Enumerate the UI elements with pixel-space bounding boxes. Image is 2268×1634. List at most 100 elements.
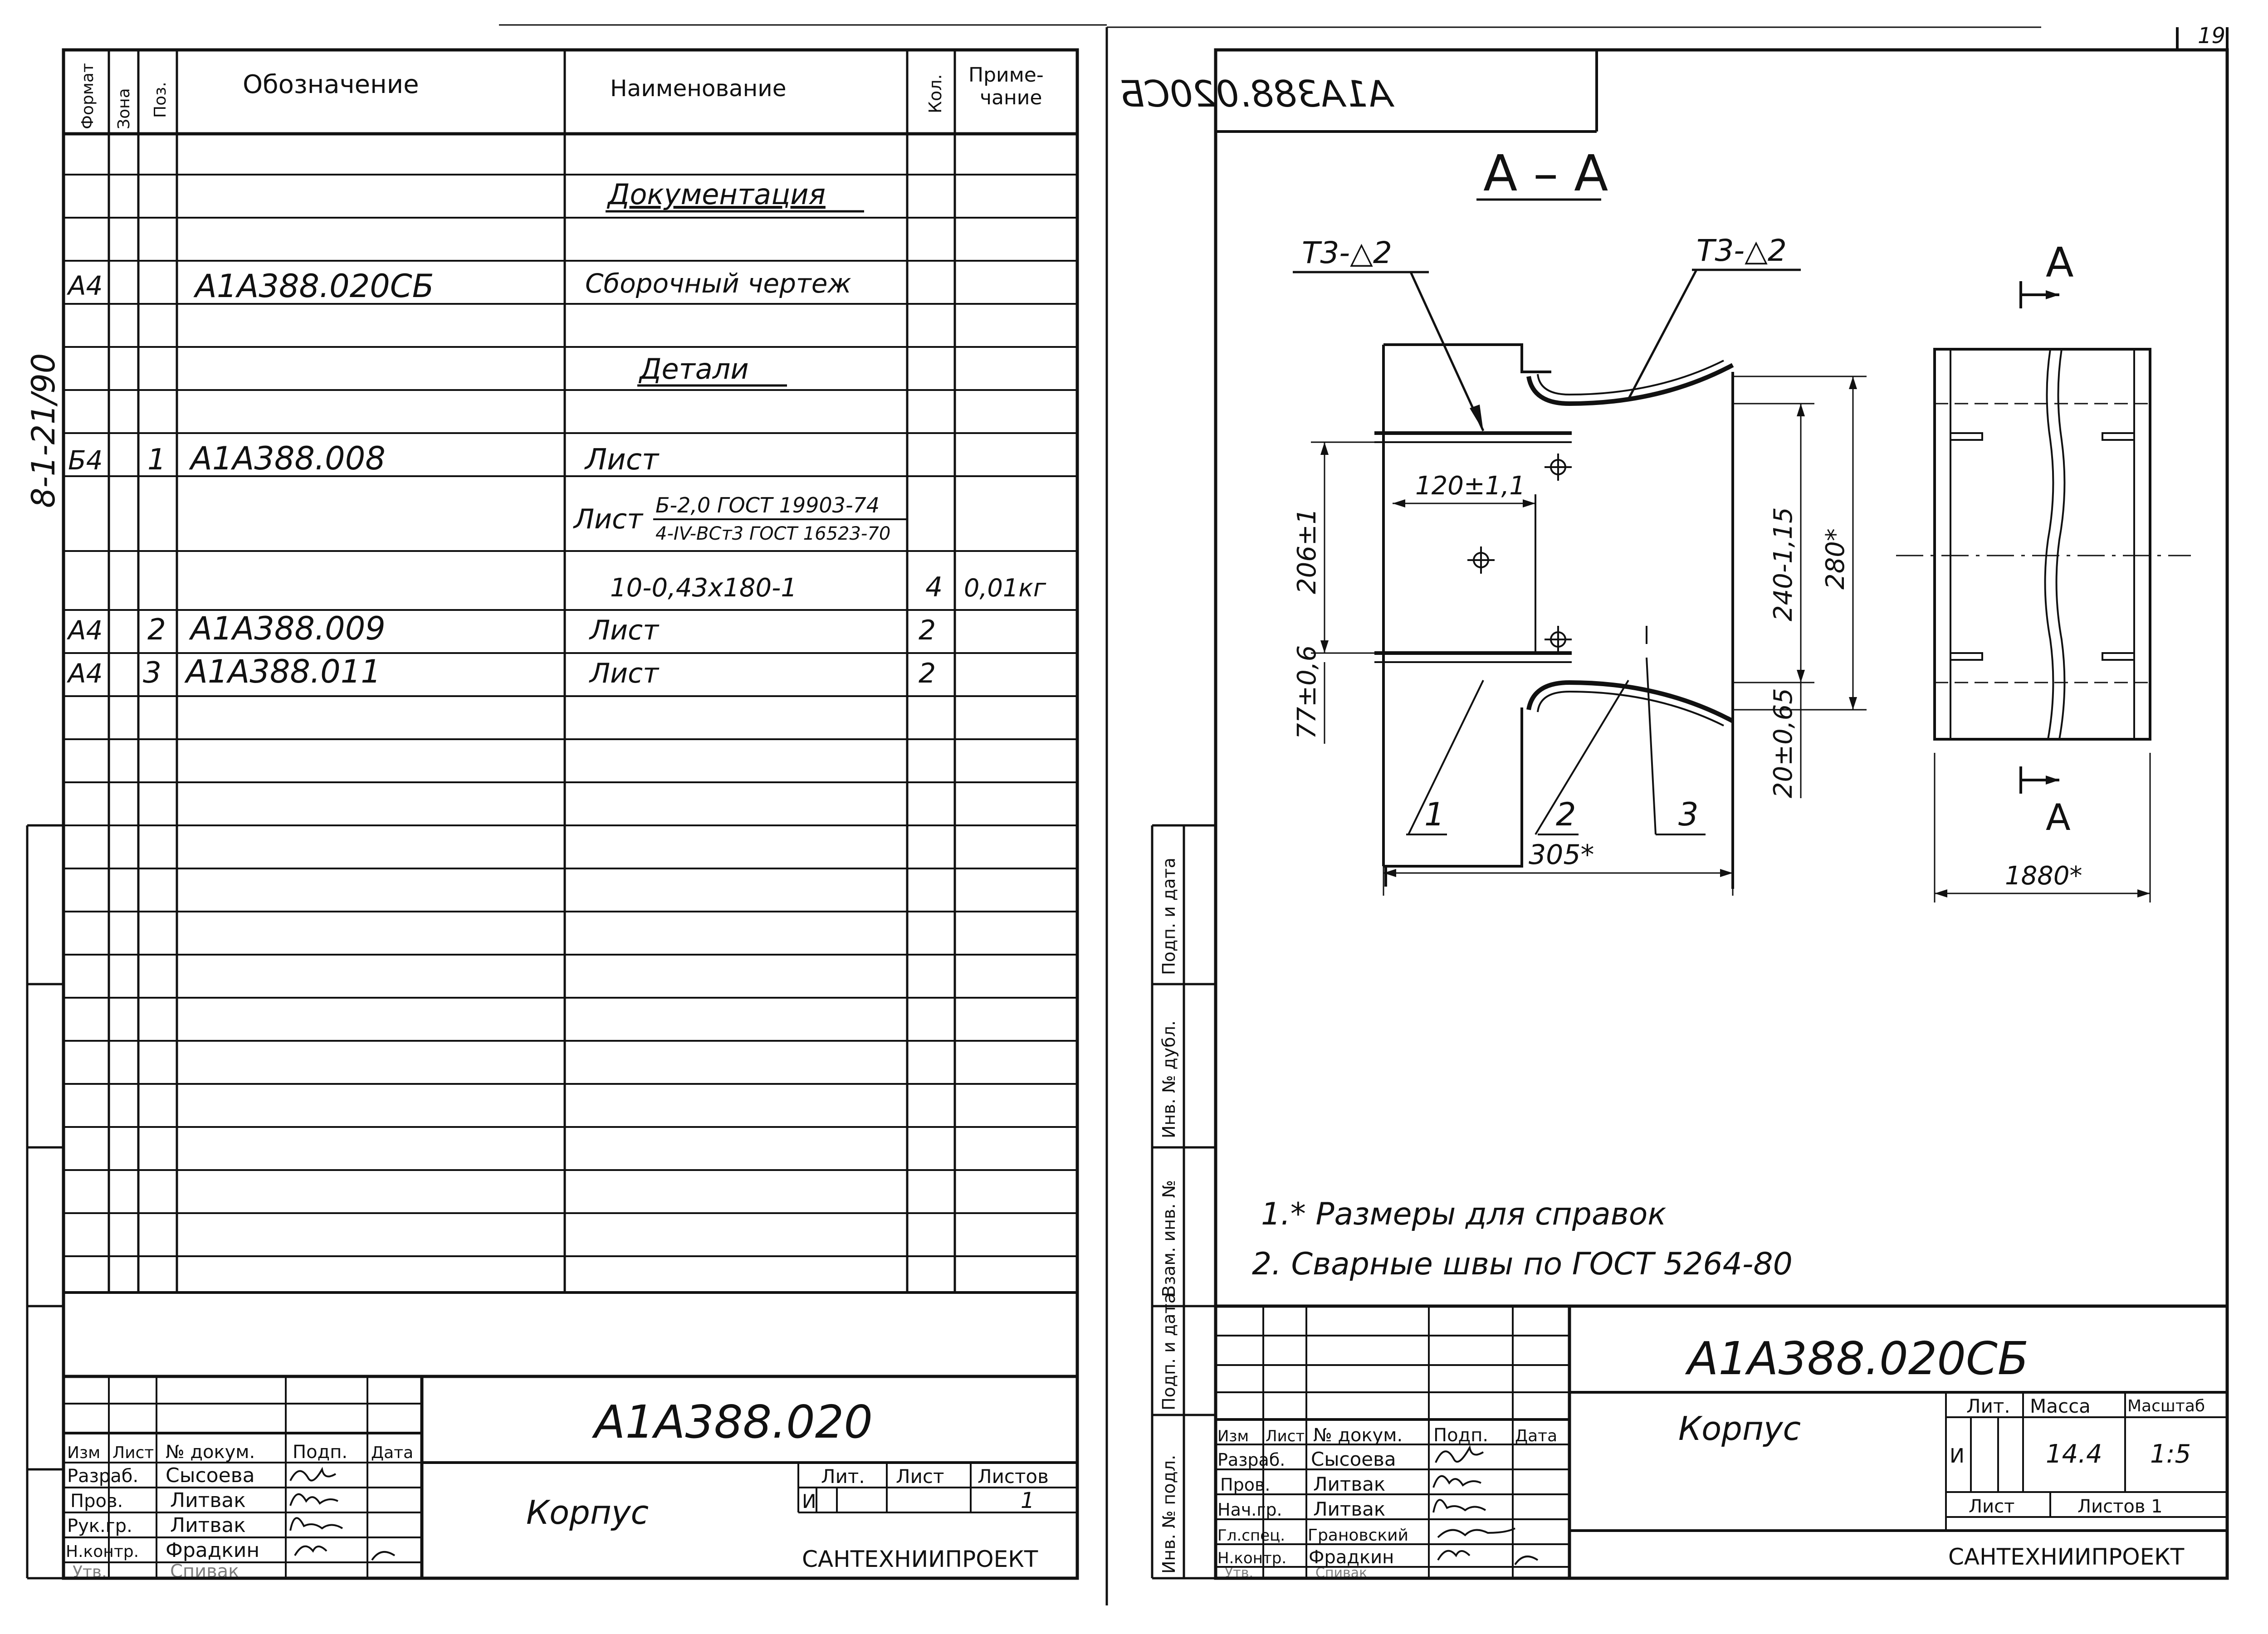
- hdr-pos: Поз.: [151, 82, 170, 118]
- tb-role-3: Рук.гр.: [67, 1516, 132, 1536]
- dtb-mass-value: 14.4: [2046, 1439, 2102, 1469]
- dtb-scale-value: 1:5: [2150, 1439, 2191, 1469]
- dtb-sheet-label: Лист: [1969, 1496, 2014, 1517]
- dtb-name-5: Фрадкин: [1309, 1547, 1394, 1568]
- side-label-1: Подп. и дата: [1159, 858, 1179, 975]
- dtb-role-4: Гл.спец.: [1217, 1527, 1285, 1545]
- callout-2: 2: [1556, 796, 1576, 833]
- tb-role-1: Разраб.: [67, 1466, 138, 1487]
- dtb-code: А1А388.020СБ: [1685, 1332, 2028, 1385]
- tb-title: Корпус: [526, 1493, 649, 1532]
- doc-name: Сборочный чертеж: [585, 268, 851, 299]
- drawing-frame: [1214, 48, 2229, 1580]
- spec-frame: [62, 48, 1079, 1580]
- tb-col-sign: Подп.: [293, 1442, 347, 1463]
- row3-note: 0,01кг: [964, 574, 1046, 602]
- hdr-name: Наименование: [610, 75, 787, 102]
- tb-sheets-value: 1: [1021, 1488, 1035, 1513]
- dtb-organization: САНТЕХНИИПРОЕКТ: [1948, 1544, 2185, 1570]
- tb-sheets-label: Листов: [978, 1465, 1049, 1488]
- section-view: [1374, 343, 1734, 889]
- row1-designation: А1А388.008: [189, 440, 386, 477]
- row3-name: 10-0,43x180-1: [610, 573, 797, 603]
- row2-material-top: Б-2,0 ГОСТ 19903-74: [655, 493, 880, 517]
- tb-name-5: Спивак: [170, 1561, 239, 1582]
- dtb-name-6: Спивак: [1315, 1565, 1367, 1581]
- tb-col-izm: Изм: [67, 1444, 100, 1462]
- row2-name: Лист: [573, 503, 644, 535]
- dim-20: 20±0,65: [1769, 688, 1798, 798]
- row5-name: Лист: [589, 658, 660, 689]
- dim-77: 77±0,6: [1292, 645, 1322, 739]
- dim-1880: 1880*: [2005, 861, 2082, 891]
- dtb-lit-value: И: [1950, 1444, 1965, 1468]
- hdr-format: Формат: [78, 63, 97, 129]
- mirrored-code: А1А388.020СБ: [1119, 73, 1395, 115]
- dtb-role-3: Нач.гр.: [1217, 1500, 1282, 1520]
- dtb-col-sign: Подп.: [1433, 1425, 1488, 1446]
- dtb-name-3: Литвак: [1313, 1498, 1385, 1520]
- dim-280: 280*: [1821, 528, 1850, 590]
- dim-240: 240-1,15: [1769, 507, 1798, 621]
- tb-sheet-label: Лист: [896, 1465, 944, 1488]
- doc-format: А4: [66, 270, 103, 301]
- tb-role-4: Н.контр.: [66, 1542, 139, 1561]
- dtb-role-5: Н.контр.: [1217, 1549, 1286, 1567]
- spec-title-block: Изм Лист № докум. Подп. Дата Разраб. Сыс…: [64, 1375, 1077, 1582]
- dtb-name-1: Сысоева: [1311, 1448, 1396, 1470]
- weld-mark-left: Т3-△2: [1302, 235, 1392, 270]
- tb-name-2: Литвак: [170, 1489, 246, 1512]
- row3-qty: 4: [925, 571, 943, 603]
- dtb-col-izm: Изм: [1217, 1427, 1249, 1445]
- drawing-title-block: Изм Лист № докум. Подп. Дата Разраб. Сыс…: [1216, 1304, 2227, 1581]
- side-label-2: Инв. № дубл.: [1159, 1020, 1179, 1138]
- row4-pos: 2: [147, 613, 166, 647]
- tb-name-3: Литвак: [170, 1514, 246, 1537]
- row1-format: Б4: [68, 445, 103, 476]
- dtb-role-2: Пров.: [1220, 1475, 1270, 1495]
- tb-role-2: Пров.: [70, 1491, 123, 1512]
- note-2: 2. Сварные швы по ГОСТ 5264-80: [1252, 1246, 1793, 1282]
- row5-format: А4: [66, 658, 103, 689]
- drawing-sheet: 19 А1А388.020СБ Подп. и дата Инв. № дубл…: [1119, 23, 2229, 1581]
- dtb-scale-label: Масштаб: [2127, 1397, 2205, 1415]
- dim-120: 120±1,1: [1415, 471, 1525, 501]
- weld-mark-right: Т3-△2: [1696, 233, 1787, 268]
- dtb-title: Корпус: [1678, 1410, 1801, 1448]
- tb-organization: САНТЕХНИИПРОЕКТ: [802, 1546, 1038, 1572]
- dtb-col-doc: № докум.: [1313, 1425, 1403, 1446]
- row4-designation: А1А388.009: [189, 610, 386, 647]
- dtb-sheets-label: Листов 1: [2077, 1496, 2163, 1517]
- note-1: 1.* Размеры для справок: [1261, 1196, 1666, 1232]
- hdr-zone: Зона: [115, 88, 133, 129]
- tb-col-doc: № докум.: [166, 1442, 255, 1463]
- view-mark-top: А: [2046, 239, 2074, 287]
- row1-pos: 1: [147, 443, 166, 477]
- side-label-5: Инв. № подл.: [1159, 1455, 1179, 1574]
- tb-name-4: Фрадкин: [166, 1539, 259, 1562]
- section-label: А – А: [1483, 144, 1608, 202]
- callout-1: 1: [1424, 796, 1445, 833]
- spec-sheet: Формат Зона Поз. Обозначение Наименовани…: [25, 48, 1079, 1582]
- view-mark-bottom: А: [2046, 796, 2071, 839]
- doc-designation: А1А388.020СБ: [193, 268, 434, 305]
- dtb-mass-label: Масса: [2030, 1395, 2091, 1417]
- tb-lit-label: Лит.: [821, 1465, 865, 1488]
- row1-name: Лист: [584, 443, 660, 477]
- tb-col-date: Дата: [371, 1444, 413, 1462]
- dtb-col-date: Дата: [1515, 1427, 1557, 1445]
- dtb-role-1: Разраб.: [1217, 1450, 1285, 1470]
- tb-role-5: Утв.: [73, 1563, 107, 1581]
- tb-name-1: Сысоева: [166, 1464, 255, 1487]
- tb-col-list: Лист: [112, 1444, 154, 1462]
- dtb-col-list: Лист: [1266, 1427, 1305, 1445]
- section-documentation: Документация: [606, 178, 826, 211]
- tb-lit-value: И: [802, 1490, 816, 1512]
- hdr-designation: Обозначение: [243, 70, 419, 99]
- dtb-role-6: Утв.: [1225, 1565, 1253, 1581]
- callout-3: 3: [1678, 796, 1699, 833]
- row4-qty: 2: [919, 615, 936, 646]
- dtb-name-4: Грановский: [1308, 1526, 1408, 1545]
- dtb-name-2: Литвак: [1313, 1473, 1385, 1495]
- side-label-3: Взам. инв. №: [1159, 1180, 1179, 1297]
